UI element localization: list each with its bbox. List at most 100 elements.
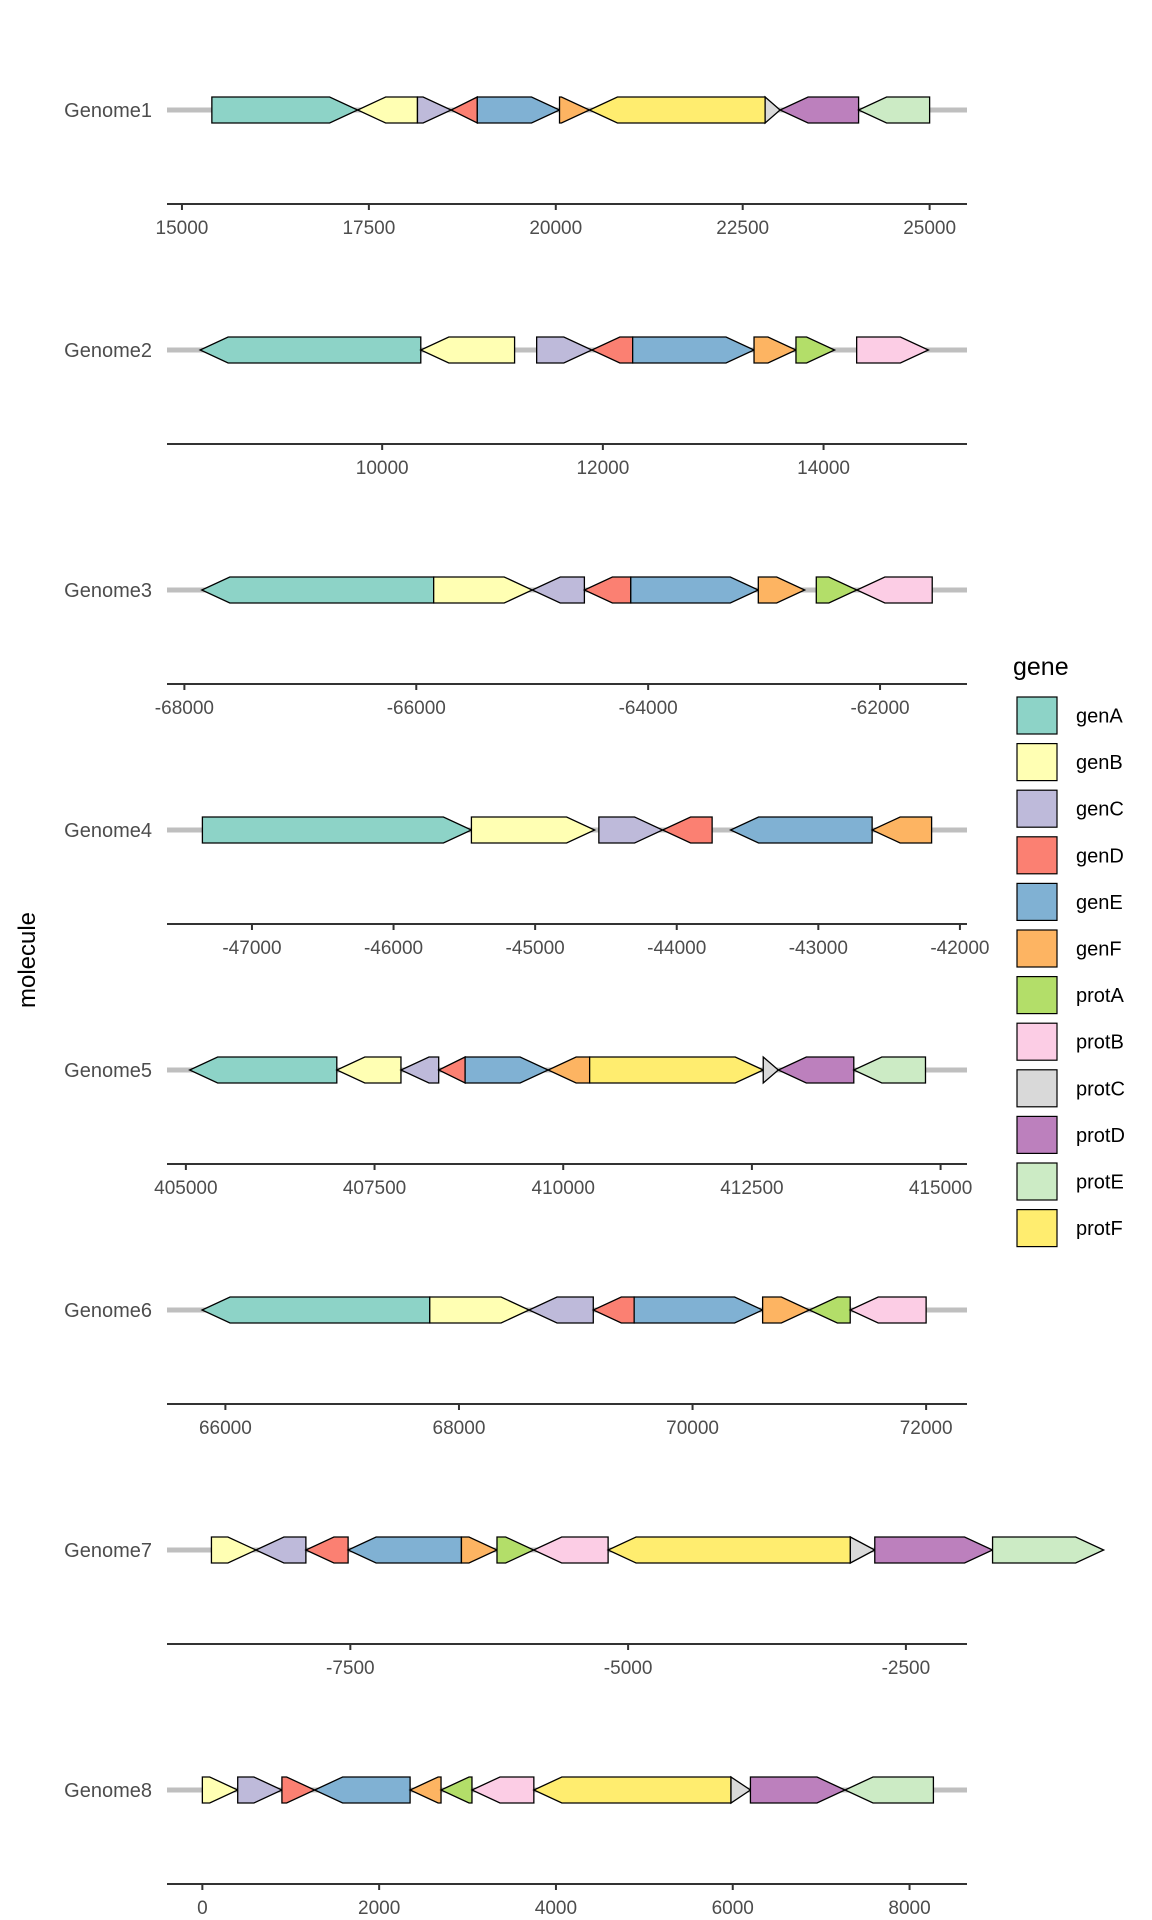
x-tick-label: 6000 <box>712 1898 754 1919</box>
legend-key <box>1016 1115 1058 1155</box>
legend-label: protB <box>1076 1032 1124 1054</box>
x-tick-label: 10000 <box>356 458 409 479</box>
x-tick-label: 14000 <box>797 458 850 479</box>
gene-arrow-protC <box>764 95 782 125</box>
gene-arrow-genA <box>198 336 422 364</box>
gene-arrow-genC <box>536 336 594 364</box>
x-tick-label: 412500 <box>720 1178 783 1199</box>
gene-arrow-genB <box>419 336 516 364</box>
gene-arrow-protA <box>815 576 859 604</box>
gene-arrow-protE <box>843 1776 935 1804</box>
gene-arrow-protA <box>807 1296 851 1324</box>
molecule-panel: Genome4-47000-46000-45000-44000-43000-42… <box>64 816 990 959</box>
x-tick-label: 410000 <box>532 1178 595 1199</box>
legend-item-protE: protE <box>1016 1162 1124 1201</box>
gene-arrow-genD <box>591 1296 635 1324</box>
x-tick-label: 17500 <box>342 218 395 239</box>
legend-item-protA: protA <box>1016 975 1124 1015</box>
gene-arrow-genE <box>633 1296 765 1324</box>
legend-key <box>1016 696 1058 735</box>
gene-arrow-genA <box>201 816 473 844</box>
x-tick-label: 415000 <box>909 1178 972 1199</box>
legend-label: genA <box>1076 706 1123 728</box>
molecule-label: Genome2 <box>64 340 152 362</box>
gene-arrow-protA <box>496 1536 536 1564</box>
x-tick-label: 4000 <box>535 1898 577 1919</box>
gene-arrow-genF <box>546 1056 591 1084</box>
gene-arrow-genC <box>416 96 453 124</box>
molecule-label: Genome7 <box>64 1540 152 1562</box>
legend-key <box>1016 789 1058 828</box>
legend: gene genAgenBgenCgenDgenEgenFprotAprotBp… <box>1013 653 1125 1248</box>
gene-arrow-protC <box>730 1775 752 1805</box>
gene-arrow-genB <box>201 1776 240 1804</box>
gene-arrow-genE <box>346 1536 463 1564</box>
gene-arrow-protA <box>795 336 837 364</box>
gene-arrow-genB <box>433 576 534 604</box>
gene-arrow-genE <box>728 816 873 844</box>
gene-arrow-protB <box>855 576 933 604</box>
gene-arrow-genF <box>558 96 591 124</box>
gene-arrow-genF <box>753 336 798 364</box>
gene-arrow-protD <box>749 1776 847 1804</box>
gene-arrow-protE <box>991 1536 1106 1564</box>
legend-item-genA: genA <box>1016 696 1123 735</box>
gene-arrow-genE <box>630 576 760 604</box>
gene-arrow-protF <box>606 1536 851 1564</box>
x-tick-label: 68000 <box>433 1418 486 1439</box>
legend-label: protA <box>1076 985 1124 1007</box>
x-tick-label: 407500 <box>343 1178 406 1199</box>
gene-arrow-genD <box>449 95 478 125</box>
legend-item-genD: genD <box>1016 836 1124 875</box>
x-tick-label: -43000 <box>789 938 848 959</box>
x-tick-label: 405000 <box>154 1178 217 1199</box>
gene-arrow-genB <box>210 1536 258 1564</box>
x-tick-label: -2500 <box>882 1658 931 1679</box>
y-axis-title: molecule <box>14 912 41 1008</box>
legend-key <box>1016 1208 1058 1248</box>
legend-label: genE <box>1076 892 1123 914</box>
gene-arrow-protD <box>776 1056 855 1084</box>
gene-arrow-genB <box>429 1296 531 1324</box>
gene-arrow-genC <box>527 1296 594 1324</box>
legend-label: genF <box>1076 939 1122 961</box>
gene-arrow-genC <box>399 1056 440 1084</box>
gene-arrow-genB <box>335 1056 402 1084</box>
gene-arrow-genE <box>313 1776 411 1804</box>
gene-arrow-genD <box>582 576 632 604</box>
x-tick-label: 20000 <box>529 218 582 239</box>
gene-arrow-genC <box>530 576 586 604</box>
x-tick-label: -62000 <box>850 698 909 719</box>
gene-arrow-genD <box>437 1055 466 1085</box>
legend-item-protD: protD <box>1016 1115 1125 1155</box>
gene-arrow-protB <box>848 1296 927 1324</box>
gene-arrow-genC <box>237 1776 284 1804</box>
x-tick-label: 15000 <box>156 218 209 239</box>
gene-arrow-genF <box>460 1536 499 1564</box>
gene-arrow-genE <box>464 1056 550 1084</box>
gene-arrow-protF <box>588 1056 765 1084</box>
molecule-label: Genome1 <box>64 100 152 122</box>
gene-arrow-protB <box>532 1536 609 1564</box>
legend-key <box>1016 882 1058 922</box>
molecule-label: Genome6 <box>64 1300 152 1322</box>
gene-arrow-genA <box>211 96 360 124</box>
gene-arrow-protE <box>852 1056 927 1084</box>
gene-arrow-protB <box>856 336 930 364</box>
gene-arrow-protB <box>470 1776 535 1804</box>
gene-arrow-protF <box>532 1776 732 1804</box>
x-tick-label: -66000 <box>387 698 446 719</box>
legend-item-protC: protC <box>1016 1069 1125 1108</box>
gene-arrow-genA <box>200 576 435 604</box>
legend-title: gene <box>1013 653 1069 681</box>
x-tick-label: -47000 <box>222 938 281 959</box>
legend-item-genE: genE <box>1016 882 1123 922</box>
molecule-label: Genome4 <box>64 820 152 842</box>
gene-arrow-genD <box>281 1776 317 1804</box>
gene-arrow-genF <box>757 576 807 604</box>
